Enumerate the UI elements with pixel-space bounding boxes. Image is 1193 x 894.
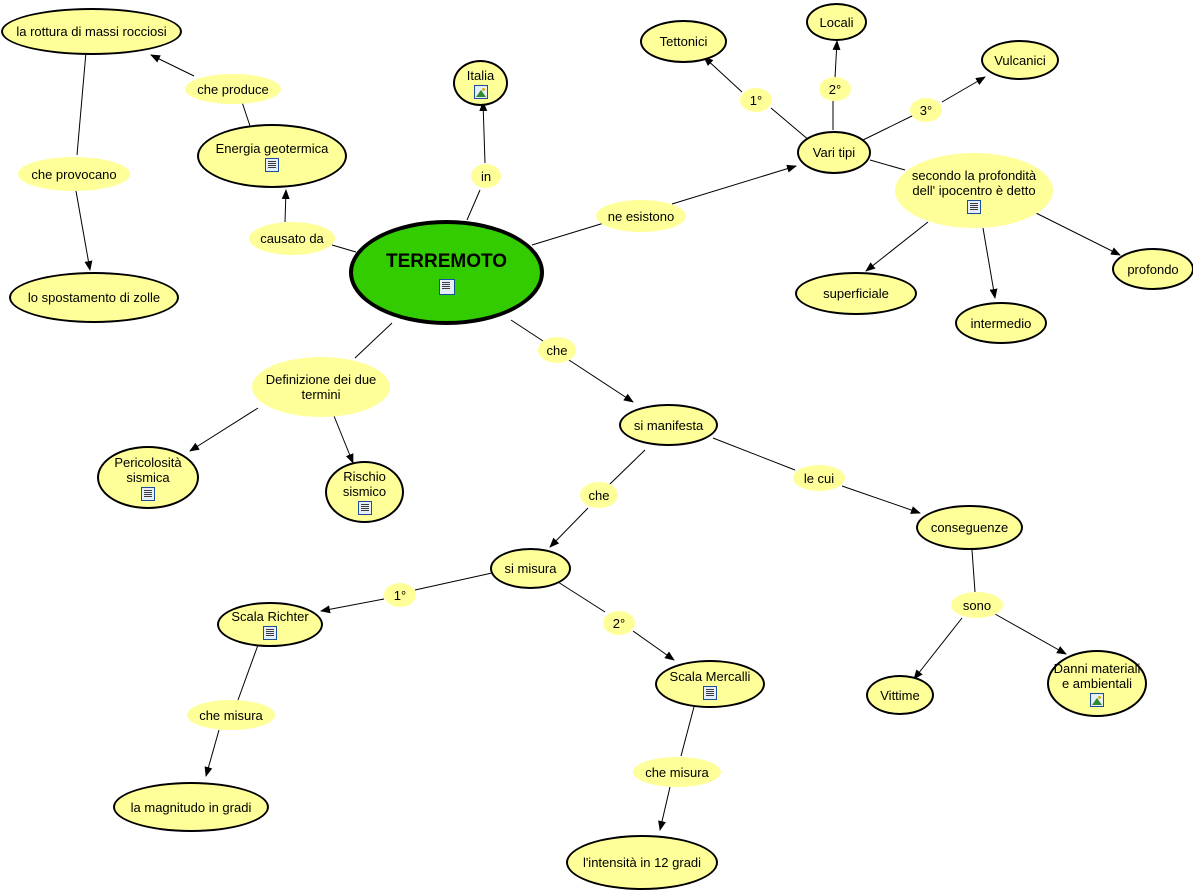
concept-label: Energia geotermica <box>215 140 329 156</box>
concept-label: l'intensità in 12 gradi <box>582 855 702 870</box>
concept-label: lo spostamento di zolle <box>27 290 161 305</box>
link-sono[interactable]: sono <box>951 592 1003 618</box>
concept-label: Scala Richter <box>231 609 309 624</box>
link-ordine-1[interactable]: 1° <box>740 88 772 112</box>
concept-label: Tettonici <box>659 34 708 49</box>
concept-label: secondo la profondità dell' ipocentro è … <box>911 167 1037 198</box>
link-che-provocano[interactable]: che provocano <box>18 157 130 191</box>
document-icon[interactable] <box>263 626 277 640</box>
concept-locali[interactable]: Locali <box>806 3 867 41</box>
concept-label: Definizione dei due termini <box>265 372 377 402</box>
image-icon[interactable] <box>1090 692 1104 707</box>
concept-label: TERREMOTO <box>385 250 508 272</box>
concept-terremoto[interactable]: TERREMOTO <box>349 220 544 325</box>
link-che[interactable]: che <box>538 337 576 363</box>
link-label: le cui <box>803 470 835 486</box>
link-causato-da[interactable]: causato da <box>249 222 335 255</box>
document-icon[interactable] <box>265 157 279 172</box>
concept-label: intermedio <box>970 315 1032 331</box>
concept-label: Rischio sismico <box>342 469 387 499</box>
link-label: che misura <box>199 707 263 723</box>
concept-vulcanici[interactable]: Vulcanici <box>981 40 1059 80</box>
document-icon[interactable] <box>703 685 717 700</box>
link-misura-1[interactable]: 1° <box>384 583 416 607</box>
concept-intensita[interactable]: l'intensità in 12 gradi <box>566 835 718 890</box>
concept-secondo-profondita[interactable]: secondo la profondità dell' ipocentro è … <box>895 153 1053 228</box>
link-che-misura-processo[interactable]: che <box>580 482 618 508</box>
link-label: 1° <box>393 587 407 603</box>
concept-label: Italia <box>466 67 495 83</box>
concept-tettonici[interactable]: Tettonici <box>640 20 727 63</box>
link-label: che provocano <box>31 166 117 182</box>
concept-label: Scala Mercalli <box>669 668 751 684</box>
concept-label: Locali <box>819 14 854 30</box>
concept-label: Vulcanici <box>994 52 1046 68</box>
concept-profondo[interactable]: profondo <box>1112 248 1193 290</box>
concept-italia[interactable]: Italia <box>453 60 508 106</box>
concept-magnitudo[interactable]: la magnitudo in gradi <box>113 782 269 832</box>
concept-label: Vari tipi <box>812 145 856 160</box>
link-label: che <box>546 342 568 358</box>
concept-label: profondo <box>1127 261 1179 277</box>
concept-vittime[interactable]: Vittime <box>866 675 934 715</box>
link-label: 3° <box>919 102 933 118</box>
link-label: ne esistono <box>607 208 675 224</box>
link-label: 2° <box>612 615 626 631</box>
link-che-misura-richter[interactable]: che misura <box>187 700 275 730</box>
link-ne-esistono[interactable]: ne esistono <box>596 200 686 232</box>
concept-si-misura[interactable]: si misura <box>490 548 571 589</box>
link-label: 2° <box>828 81 842 97</box>
concept-label: si manifesta <box>633 417 704 433</box>
link-label: 1° <box>749 92 763 108</box>
concept-pericolosita[interactable]: Pericolosità sismica <box>97 446 199 509</box>
link-ordine-3[interactable]: 3° <box>910 98 942 122</box>
concept-label: si misura <box>504 561 557 576</box>
concept-intermedio[interactable]: intermedio <box>955 302 1047 344</box>
concept-conseguenze[interactable]: conseguenze <box>916 505 1023 550</box>
link-ordine-2[interactable]: 2° <box>819 77 851 101</box>
document-icon[interactable] <box>357 501 372 515</box>
concept-label: la rottura di massi rocciosi <box>16 24 167 39</box>
document-icon[interactable] <box>438 278 455 295</box>
document-icon[interactable] <box>141 486 155 501</box>
image-icon[interactable] <box>473 84 488 99</box>
concept-label: conseguenze <box>930 520 1009 535</box>
concept-label: Vittime <box>880 687 920 703</box>
link-label: che misura <box>645 764 709 780</box>
link-label: che produce <box>197 81 269 97</box>
link-label: che <box>588 487 610 503</box>
concept-si-manifesta[interactable]: si manifesta <box>619 404 718 446</box>
concept-scala-richter[interactable]: Scala Richter <box>217 602 323 647</box>
concept-scala-mercalli[interactable]: Scala Mercalli <box>655 660 765 708</box>
link-label: sono <box>962 597 992 613</box>
link-misura-2[interactable]: 2° <box>603 611 635 635</box>
document-icon[interactable] <box>967 199 981 214</box>
concept-label: Danni materiali e ambientali <box>1053 660 1141 691</box>
link-in[interactable]: in <box>471 164 501 188</box>
concept-label: la magnitudo in gradi <box>130 799 252 815</box>
concept-danni[interactable]: Danni materiali e ambientali <box>1047 650 1147 717</box>
concept-label: superficiale <box>823 286 889 301</box>
concept-energia[interactable]: Energia geotermica <box>197 124 347 188</box>
link-le-cui[interactable]: le cui <box>793 465 845 491</box>
concept-rischio[interactable]: Rischio sismico <box>325 461 404 523</box>
concept-superficiale[interactable]: superficiale <box>795 272 917 315</box>
concept-spostamento[interactable]: lo spostamento di zolle <box>9 272 179 323</box>
link-che-misura-mercalli[interactable]: che misura <box>633 757 721 787</box>
concept-definizione[interactable]: Definizione dei due termini <box>252 357 390 417</box>
concept-vari-tipi[interactable]: Vari tipi <box>797 131 871 174</box>
concept-label: Pericolosità sismica <box>114 454 182 485</box>
concept-rottura[interactable]: la rottura di massi rocciosi <box>1 8 182 55</box>
link-label: in <box>480 168 492 184</box>
link-che-produce[interactable]: che produce <box>185 74 281 104</box>
link-label: causato da <box>260 231 324 246</box>
